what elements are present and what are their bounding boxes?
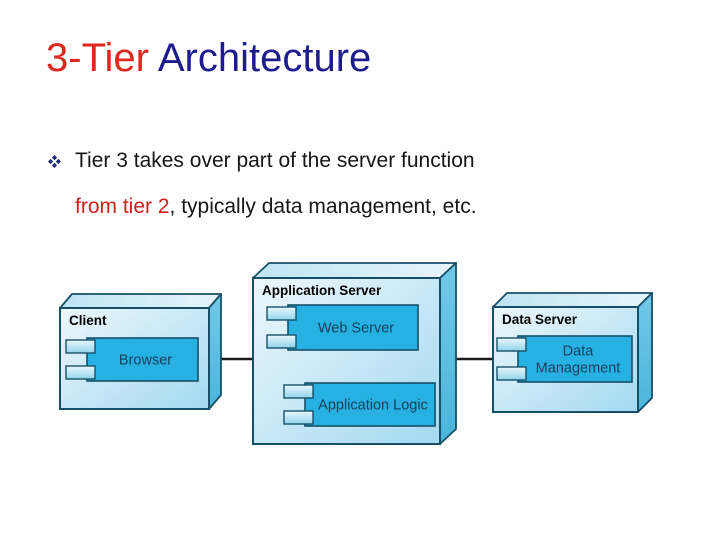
data-server-front-face — [492, 306, 639, 413]
title-segment-red: 3-Tier — [46, 36, 158, 80]
data-management-tab-1 — [496, 337, 527, 352]
bullet-line2-red: from tier 2 — [75, 195, 170, 218]
bullet-diamond-icon — [48, 155, 61, 168]
application-server-front-face — [252, 277, 441, 445]
web-server-tab-1 — [266, 306, 297, 321]
data-server-side-face — [637, 292, 653, 413]
application-server-label: Application Server — [262, 283, 382, 298]
bullet-text: Tier 3 takes over part of the server fun… — [75, 138, 477, 230]
application-logic-tab-1 — [283, 384, 314, 399]
application-server-top-face — [252, 262, 457, 279]
browser-tab-2 — [65, 365, 96, 380]
application-logic-label: Application Logic — [318, 398, 428, 414]
application-server-side-face — [439, 262, 457, 445]
client-side-face — [208, 293, 222, 410]
data-server-top-face — [492, 292, 653, 308]
bullet-item: Tier 3 takes over part of the server fun… — [48, 138, 477, 230]
slide-title: 3-Tier Architecture — [46, 38, 371, 78]
browser-label: Browser — [119, 353, 172, 369]
application-logic-component — [304, 382, 436, 427]
application-logic-tab-2 — [283, 410, 314, 425]
web-server-tab-2 — [266, 334, 297, 349]
bullet-line2-rest: , typically data management, etc. — [169, 195, 477, 218]
web-server-label: Web Server — [318, 321, 394, 337]
data-management-component — [517, 335, 633, 383]
data-management-tab-2 — [496, 366, 527, 381]
browser-tab-1 — [65, 339, 96, 354]
browser-component — [86, 337, 199, 382]
bullet-line1: Tier 3 takes over part of the server fun… — [75, 149, 475, 172]
data-server-label: Data Server — [502, 312, 578, 327]
title-segment-navy: Architecture — [157, 36, 372, 80]
client-front-face — [59, 307, 210, 410]
web-server-component — [287, 304, 419, 351]
client-label: Client — [69, 313, 107, 328]
client-top-face — [59, 293, 222, 309]
